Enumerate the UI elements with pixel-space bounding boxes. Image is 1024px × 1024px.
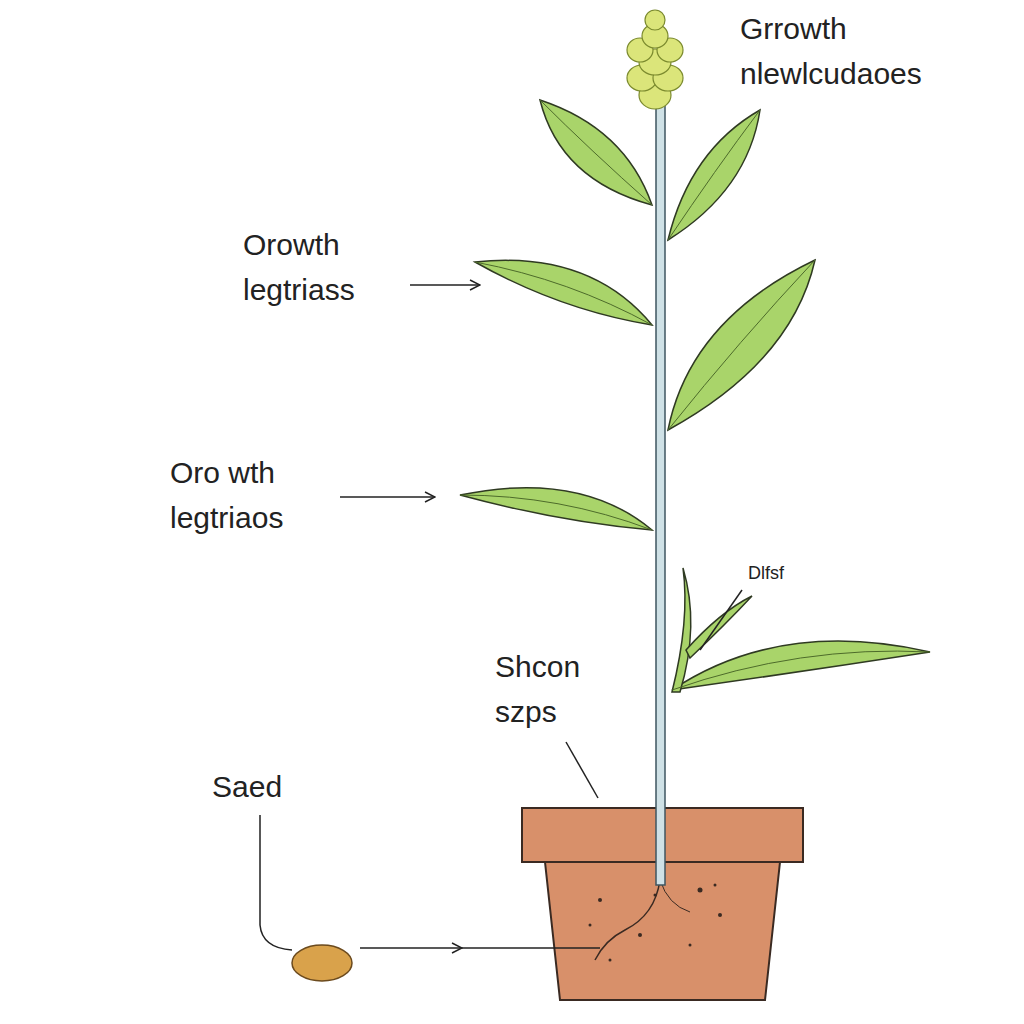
seed bbox=[292, 945, 352, 981]
plant-stem bbox=[656, 105, 665, 885]
label-holder: Oro wth legtriaos bbox=[170, 450, 330, 540]
label-holder: Grrowth nlewlcudaoes bbox=[740, 6, 990, 96]
label-holder: Orowth legtriass bbox=[243, 222, 418, 312]
leader-lines bbox=[260, 285, 742, 950]
part-label: Oro wth legtriaos bbox=[170, 450, 330, 540]
part-label: Grrowth nlewlcudaoes bbox=[740, 6, 990, 96]
label-holder: Dlfsf bbox=[748, 563, 828, 585]
label-holder: Shcon szps bbox=[495, 644, 615, 734]
plant-leaves bbox=[460, 100, 930, 692]
small-note: Dlfsf bbox=[748, 563, 828, 585]
part-label: Shcon szps bbox=[495, 644, 615, 734]
part-label: Saed bbox=[212, 764, 322, 809]
flower-head bbox=[627, 10, 683, 109]
label-holder: Saed bbox=[212, 764, 322, 809]
leaf-veins bbox=[460, 100, 930, 690]
part-label: Orowth legtriass bbox=[243, 222, 418, 312]
